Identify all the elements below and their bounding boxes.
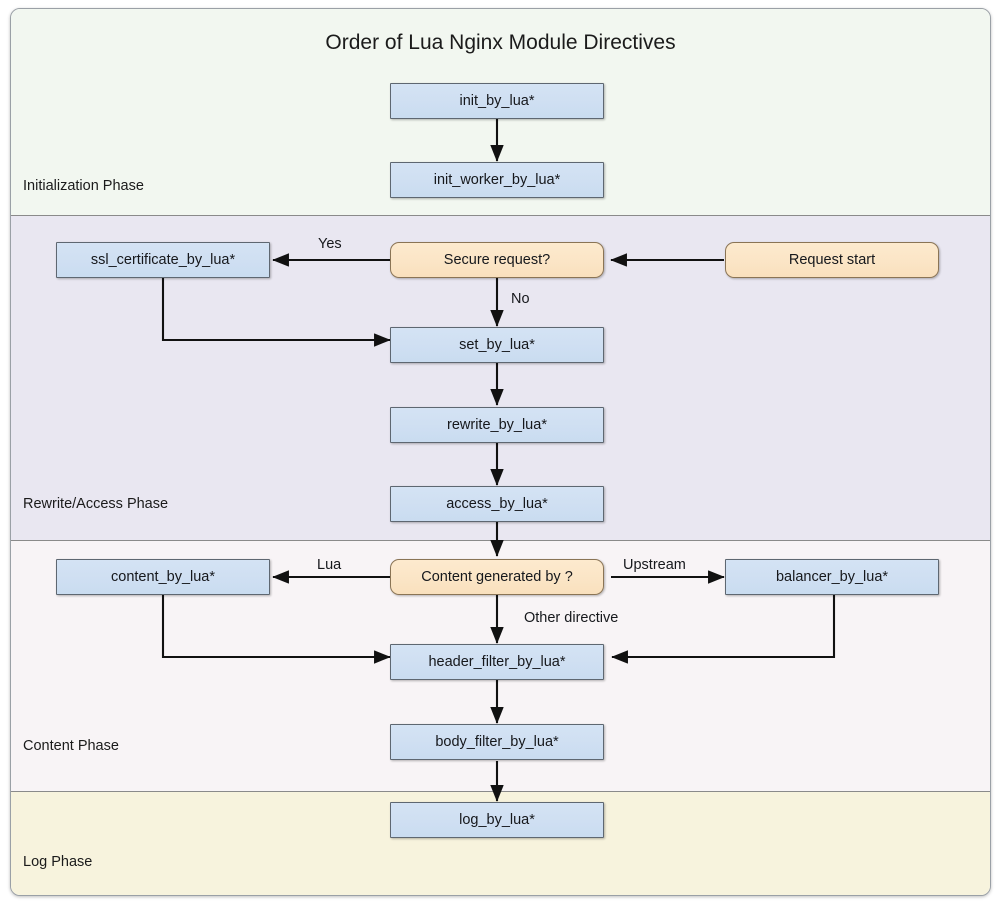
node-balancer-by-lua[interactable]: balancer_by_lua* xyxy=(725,559,939,595)
edge-label-other-directive: Other directive xyxy=(524,610,619,626)
edge-label-no: No xyxy=(511,291,530,307)
band-label-rewrite-access: Rewrite/Access Phase xyxy=(23,496,169,512)
diagram-frame: Order of Lua Nginx Module Directives Ini… xyxy=(10,8,991,896)
node-set-by-lua[interactable]: set_by_lua* xyxy=(390,327,604,363)
edge-label-lua: Lua xyxy=(317,557,342,573)
node-init-by-lua[interactable]: init_by_lua* xyxy=(390,83,604,119)
edge-label-yes: Yes xyxy=(318,236,342,252)
node-ssl-certificate-by-lua[interactable]: ssl_certificate_by_lua* xyxy=(56,242,270,278)
node-request-start[interactable]: Request start xyxy=(725,242,939,278)
band-divider-1 xyxy=(11,215,990,216)
edge-label-upstream: Upstream xyxy=(623,557,686,573)
band-label-content: Content Phase xyxy=(23,738,119,754)
band-divider-2 xyxy=(11,540,990,541)
node-log-by-lua[interactable]: log_by_lua* xyxy=(390,802,604,838)
band-label-initialization: Initialization Phase xyxy=(23,178,144,194)
node-content-by-lua[interactable]: content_by_lua* xyxy=(56,559,270,595)
band-divider-3 xyxy=(11,791,990,792)
node-body-filter-by-lua[interactable]: body_filter_by_lua* xyxy=(390,724,604,760)
node-init-worker-by-lua[interactable]: init_worker_by_lua* xyxy=(390,162,604,198)
node-header-filter-by-lua[interactable]: header_filter_by_lua* xyxy=(390,644,604,680)
node-content-generated-by[interactable]: Content generated by ? xyxy=(390,559,604,595)
node-secure-request[interactable]: Secure request? xyxy=(390,242,604,278)
node-access-by-lua[interactable]: access_by_lua* xyxy=(390,486,604,522)
page-title: Order of Lua Nginx Module Directives xyxy=(325,31,676,54)
node-rewrite-by-lua[interactable]: rewrite_by_lua* xyxy=(390,407,604,443)
band-label-log: Log Phase xyxy=(23,854,93,870)
